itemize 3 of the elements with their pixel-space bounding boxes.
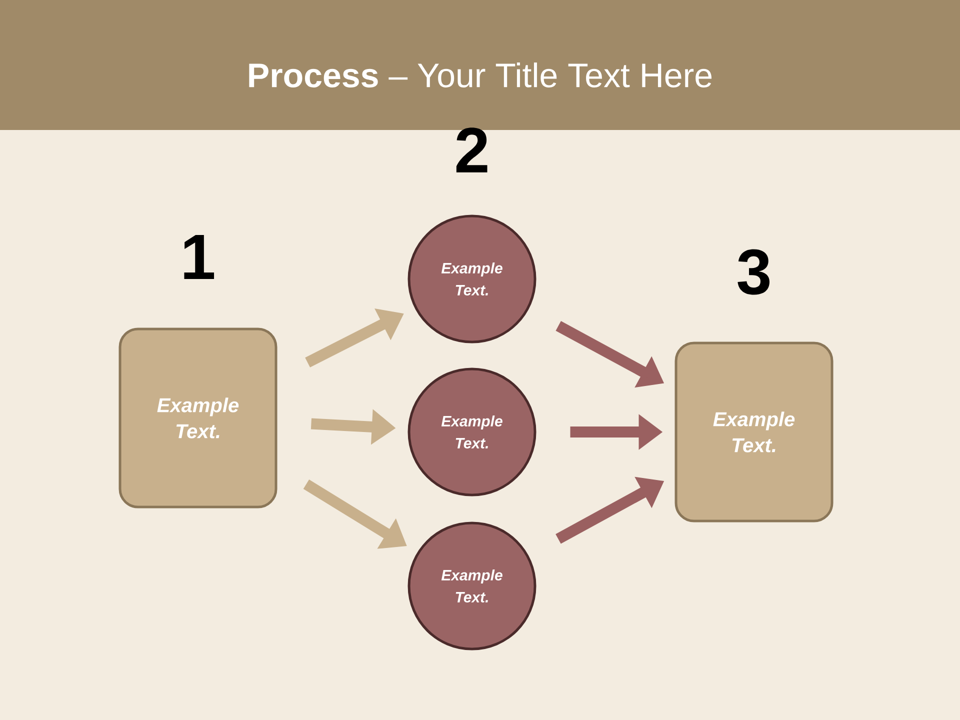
title: Process – Your Title Text Here <box>249 62 712 88</box>
process-box: Example Text. <box>118 328 278 508</box>
process-box: Example Text. <box>674 342 834 522</box>
